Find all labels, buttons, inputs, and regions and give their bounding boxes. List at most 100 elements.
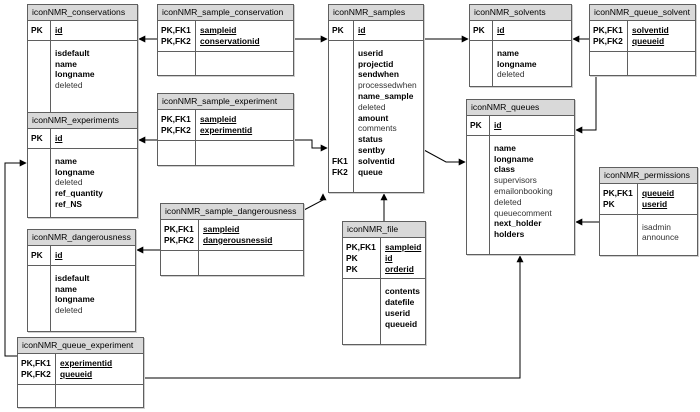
primary-key-field: queueid	[632, 35, 665, 46]
key-separator	[161, 249, 303, 251]
key-label: PK	[31, 250, 43, 260]
primary-key-field: id	[55, 25, 63, 35]
field-name: userid	[358, 47, 384, 58]
key-label: PK,FK1	[164, 224, 194, 234]
field-name: amount	[358, 112, 389, 123]
column-divider	[50, 129, 51, 218]
key-label: PK,FK2	[21, 368, 51, 379]
field-name: deleted	[55, 305, 83, 316]
table-title: iconNMR_file	[343, 222, 425, 238]
primary-key-field: id	[385, 252, 393, 263]
key-label: PK	[473, 25, 485, 35]
field-name: deleted	[358, 101, 386, 112]
field-name: ref_quantity	[55, 188, 103, 199]
key-label: PK	[31, 25, 43, 35]
key-separator	[158, 139, 293, 141]
table-title: iconNMR_conservations	[28, 5, 137, 21]
field-name: deleted	[497, 69, 525, 80]
field-name: name	[494, 142, 516, 153]
primary-key-field: id	[497, 25, 505, 35]
field-name: deleted	[55, 177, 83, 188]
field-name: queueid	[385, 318, 418, 329]
primary-key-field: sampleid	[200, 114, 237, 124]
field-name: comments	[358, 123, 397, 134]
field-name: isdefault	[55, 47, 90, 58]
key-separator	[18, 383, 143, 385]
field-name: longname	[55, 69, 95, 80]
field-name: longname	[55, 294, 95, 305]
field-name: contents	[385, 286, 420, 297]
table-title: iconNMR_sample_conservation	[158, 5, 293, 21]
field-name: name	[55, 58, 77, 69]
field-name: name_sample	[358, 90, 414, 101]
column-divider	[489, 116, 490, 255]
primary-key-field: queueid	[642, 188, 675, 198]
column-divider	[353, 21, 354, 193]
table-title: iconNMR_queue_solvent	[590, 5, 695, 21]
key-label: PK,FK2	[161, 124, 191, 135]
key-separator	[343, 278, 425, 280]
table-title: iconNMR_sample_experiment	[158, 94, 293, 110]
key-separator	[28, 264, 135, 266]
primary-key-field: conservationid	[200, 35, 260, 46]
key-label: PK,FK1	[161, 114, 191, 124]
key-label: PK,FK1	[21, 358, 51, 368]
field-name: userid	[385, 307, 411, 318]
field-name: holders	[494, 229, 525, 240]
key-label: PK,FK2	[593, 35, 623, 46]
key-separator	[467, 134, 574, 136]
rel-sample-experiment-to-samples	[294, 139, 328, 152]
primary-key-field: solventid	[632, 25, 669, 35]
key-separator	[28, 147, 137, 149]
primary-key-field: id	[55, 250, 63, 260]
key-label: PK,FK1	[346, 242, 376, 252]
key-separator	[590, 50, 695, 52]
key-label: PK	[346, 263, 358, 274]
table-title: iconNMR_samples	[329, 5, 423, 21]
field-name: solventid	[358, 155, 395, 166]
table-title: iconNMR_queues	[467, 100, 574, 116]
rel-queue-solvent-to-queues	[575, 76, 597, 134]
field-name: announce	[642, 232, 679, 243]
field-name: longname	[494, 153, 534, 164]
rel-sample-dangerousness-to-samples	[303, 193, 327, 211]
field-name: projectid	[358, 58, 394, 69]
column-divider	[492, 21, 493, 87]
key-label: PK	[470, 120, 482, 130]
key-label: PK,FK1	[603, 188, 633, 198]
field-name: next_holder	[494, 218, 542, 229]
field-name: isdefault	[55, 272, 90, 283]
field-name: sentby	[358, 144, 385, 155]
field-name: queue	[358, 166, 383, 177]
field-name: datefile	[385, 297, 415, 308]
rel-samples-to-queues	[423, 149, 466, 166]
column-divider	[380, 238, 381, 345]
column-divider	[50, 21, 51, 128]
primary-key-field: experimentid	[60, 358, 113, 368]
key-label: PK,FK1	[593, 25, 623, 35]
field-name: emailonbooking	[494, 185, 553, 196]
primary-key-field: sampleid	[385, 242, 422, 252]
field-name: processedwhen	[358, 80, 417, 91]
table-title: iconNMR_experiments	[28, 113, 137, 129]
key-separator	[470, 39, 571, 41]
key-separator	[600, 213, 697, 215]
key-label: PK,FK2	[161, 35, 191, 46]
primary-key-field: orderid	[385, 263, 414, 274]
field-name: isadmin	[642, 221, 671, 232]
field-name: class	[494, 164, 515, 175]
